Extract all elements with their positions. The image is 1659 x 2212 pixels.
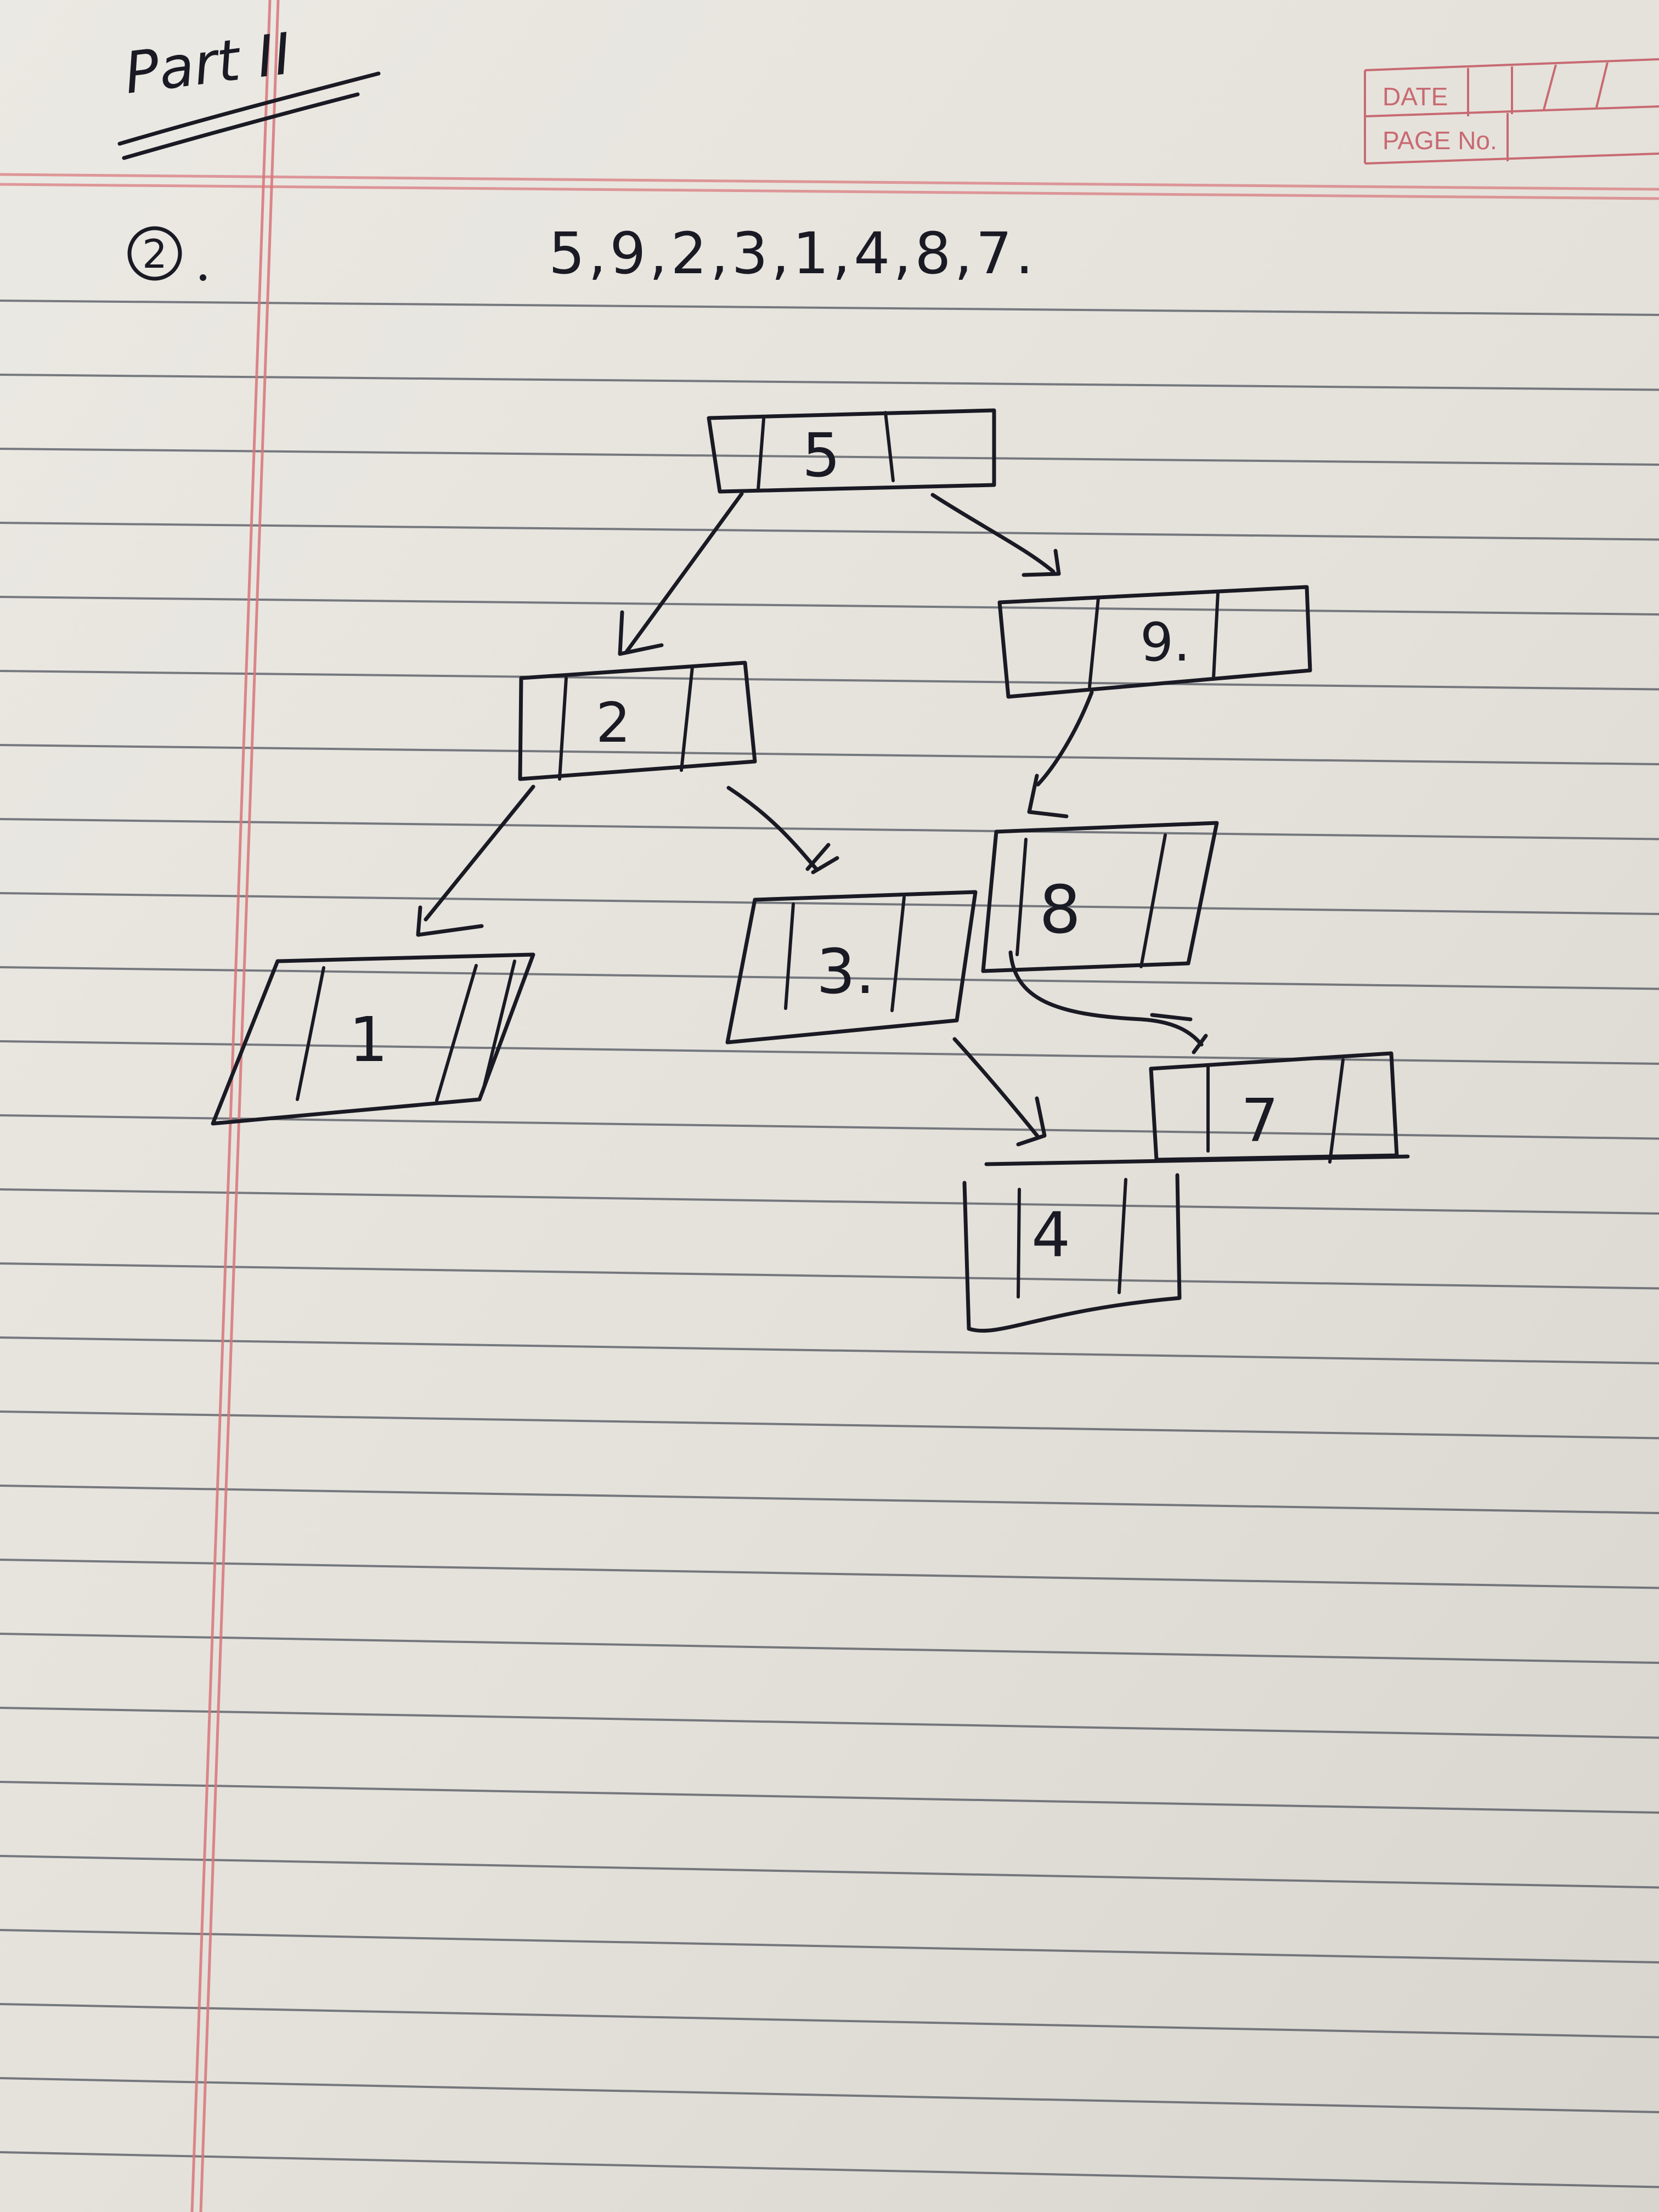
ruled-line	[0, 1633, 1659, 1664]
ruled-line	[0, 2003, 1659, 2039]
node-5-value: 5	[802, 420, 840, 490]
node-9: 9.	[997, 585, 1312, 699]
ruled-line	[0, 670, 1659, 691]
ruled-line	[0, 892, 1659, 915]
ruled-line	[0, 1781, 1659, 1814]
ruled-line	[0, 448, 1659, 466]
ruled-line	[0, 2151, 1659, 2188]
edge-2-3	[726, 786, 839, 874]
node-4: 4	[962, 1154, 1410, 1333]
node-7-value: 7	[1241, 1087, 1279, 1155]
ruled-line	[0, 1336, 1659, 1364]
ruled-line	[0, 596, 1659, 616]
ruled-line	[0, 1040, 1659, 1065]
edge-8-7	[1008, 950, 1208, 1054]
ruled-lines	[0, 300, 1659, 2188]
ruled-line	[0, 1410, 1659, 1440]
edge-9-8	[1027, 690, 1094, 819]
question-header: 2 5,9,2,3,1,4,8,7.	[127, 220, 1037, 287]
edge-2-1	[416, 785, 535, 937]
node-5: 5	[707, 408, 996, 494]
edge-3-4	[952, 1037, 1047, 1147]
node-9-value: 9.	[1140, 612, 1190, 673]
node-8: 8	[981, 821, 1219, 973]
ruled-line	[0, 1559, 1659, 1589]
ruled-line	[0, 1188, 1659, 1215]
ruled-line	[0, 1707, 1659, 1739]
node-2: 2	[518, 661, 757, 781]
node-4-value: 4	[1031, 1200, 1070, 1271]
ruled-line	[0, 966, 1659, 990]
node-1: 1	[211, 952, 535, 1126]
ruled-line	[0, 2077, 1659, 2113]
date-label: DATE	[1383, 82, 1448, 111]
ruled-line	[0, 374, 1659, 391]
question-dot	[200, 274, 206, 281]
tree-edges	[416, 492, 1208, 1147]
node-2-value: 2	[596, 691, 631, 755]
margin-lines	[190, 0, 280, 2212]
ruled-line	[0, 1485, 1659, 1514]
node-3-value: 3.	[816, 936, 875, 1008]
ruled-line	[0, 300, 1659, 316]
ruled-line	[0, 818, 1659, 840]
ruled-line	[0, 1262, 1659, 1290]
tree-nodes: 5 9. 2 1 3.	[211, 408, 1410, 1333]
question-number: 2	[142, 231, 167, 277]
ruled-line	[0, 1855, 1659, 1889]
edge-5-9	[930, 493, 1061, 577]
insertion-sequence: 5,9,2,3,1,4,8,7.	[549, 220, 1037, 287]
node-3: 3.	[725, 890, 978, 1045]
edge-5-2	[618, 492, 744, 656]
node-8-value: 8	[1039, 872, 1081, 949]
question-number-circle	[127, 226, 182, 281]
node-1-value: 1	[349, 1005, 388, 1076]
header-lines	[0, 173, 1659, 200]
ruled-line	[0, 1929, 1659, 1963]
date-page-stamp: DATE PAGE No.	[1364, 58, 1659, 165]
ruled-line	[0, 522, 1659, 541]
ruled-line	[0, 744, 1659, 765]
page-no-label: PAGE No.	[1383, 126, 1497, 155]
